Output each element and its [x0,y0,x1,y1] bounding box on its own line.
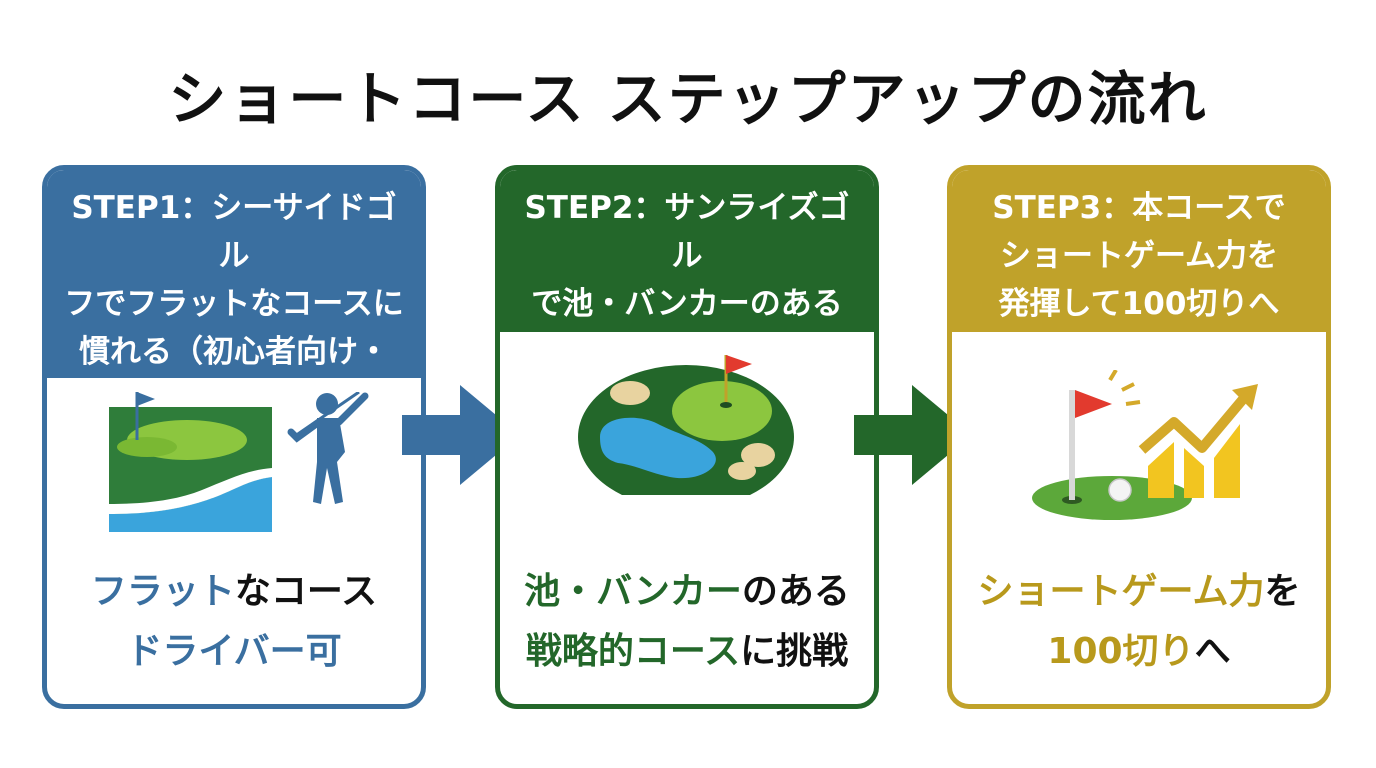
step3-heading-line: 発揮して100切りへ [998,286,1280,322]
step1-caption: フラットなコース ドライバー可 [47,562,421,682]
step1-card: STEP1：シーサイドゴル フでフラットなコースに 慣れる（初心者向け・ ドライ… [42,165,426,709]
step1-heading: STEP1：シーサイドゴル フでフラットなコースに 慣れる（初心者向け・ ドライ… [47,170,421,418]
step3-heading-line: ショートゲーム力を [999,238,1279,274]
step3-heading: STEP3：本コースで ショートゲーム力を 発揮して100切りへ [952,170,1326,332]
flag-green-and-rising-chart-icon [1032,370,1258,520]
step1-heading-line: 慣れる（初心者向け・ [79,334,389,370]
step1-heading-line: STEP1：シーサイドゴル [71,190,397,274]
caption-highlight-text: 戦略的コース [525,631,741,672]
caption-highlight-text: ドライバー可 [126,631,342,672]
arrow-right-icon [854,385,972,485]
step3-card: STEP3：本コースで ショートゲーム力を 発揮して100切りへ ショートゲーム… [947,165,1331,709]
caption-highlight-text: 100切り [1047,631,1195,672]
caption-line: 池・バンカーのある [500,562,874,622]
caption-text: に挑戦 [740,631,849,672]
step2-heading: STEP2：サンライズゴル で池・バンカーのある 戦略的コースに挑戦 [500,170,874,370]
step2-heading-line: STEP2：サンライズゴル [524,190,850,274]
caption-highlight-text: ショートゲーム力 [977,571,1265,612]
caption-line: ドライバー可 [47,622,421,682]
arrow-right-icon [402,385,520,485]
step2-heading-line: 戦略的コースに挑戦 [548,334,826,370]
step3-caption: ショートゲーム力を 100切りへ [952,562,1326,682]
caption-line: 100切りへ [952,622,1326,682]
step1-heading-line: フでフラットなコースに [64,286,404,322]
step2-heading-line: で池・バンカーのある [531,286,843,322]
caption-text: のある [741,571,850,612]
caption-text: なコース [234,571,378,612]
caption-text: へ [1194,631,1231,672]
caption-line: フラットなコース [47,562,421,622]
caption-line: 戦略的コースに挑戦 [500,622,874,682]
caption-highlight-text: フラット [90,571,235,612]
caption-highlight-text: 池・バンカー [524,571,742,612]
page-title: ショートコース ステップアップの流れ [168,65,1208,133]
caption-text: を [1264,571,1301,612]
golfer-on-flat-course-icon [109,392,369,532]
step2-card: STEP2：サンライズゴル で池・バンカーのある 戦略的コースに挑戦 池・バンカ… [495,165,879,709]
step2-caption: 池・バンカーのある 戦略的コースに挑戦 [500,562,874,682]
step3-heading-line: STEP3：本コースで [992,190,1286,226]
course-with-pond-and-bunker-icon [578,355,794,495]
caption-line: ショートゲーム力を [952,562,1326,622]
